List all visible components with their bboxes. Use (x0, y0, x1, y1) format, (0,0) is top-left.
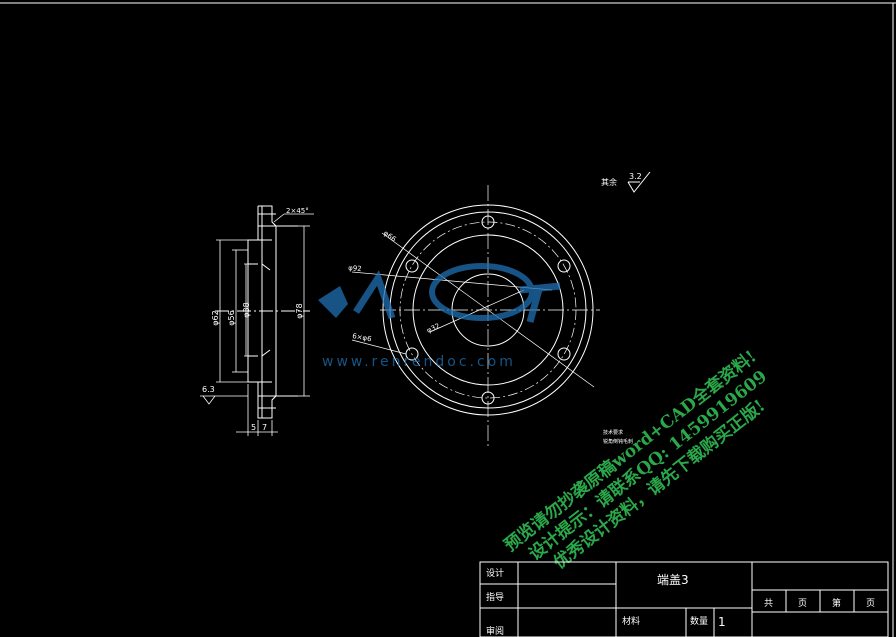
dim-phi32: φ32 (426, 322, 442, 335)
tb-quantity-value: 1 (718, 615, 726, 629)
roughness-note-label: 其余 (601, 177, 617, 187)
dim-phi56: φ56 (227, 310, 236, 325)
promo-watermark: 预览请勿抄袭原稿word+CAD全套资料! 设计提示：请联系QQ: 145991… (500, 346, 771, 573)
tb-label-review: 审阅 (486, 625, 504, 637)
roughness-value-3-2: 3.2 (629, 172, 642, 181)
watermark-logo: www.renrendoc.com (318, 263, 561, 370)
tb-sheet-total: 共 (764, 598, 773, 609)
tb-sheet-number: 第 (832, 597, 841, 609)
promo-line-1: 预览请勿抄袭原稿word+CAD全套资料! (500, 346, 760, 556)
side-section-view (215, 205, 310, 419)
dim-width-5: 5 (251, 423, 256, 432)
dim-phi62: φ62 (211, 310, 220, 325)
title-block (479, 561, 889, 637)
dim-phi78: φ78 (295, 303, 304, 318)
dim-chamfer: 2×45° (286, 207, 309, 215)
technical-notes: 技术要求 锐角倒钝毛刺 (603, 429, 633, 445)
side-dimensions (200, 213, 314, 436)
roughness-general: 其余 3.2 (601, 171, 651, 193)
tb-quantity-label: 数量 (690, 615, 708, 627)
dim-6xphi6: 6×φ6 (352, 332, 373, 343)
tb-label-guide: 指导 (486, 591, 504, 603)
side-dimension-labels: φ62 φ56 φ38 φ78 2×45° 5 7 6.3 (202, 207, 309, 432)
dim-phi66: φ66 (382, 229, 398, 244)
roughness-6-3: 6.3 (202, 385, 215, 394)
tb-part-name: 端盖3 (657, 573, 689, 587)
tech-note-line: 锐角倒钝毛刺 (603, 438, 633, 445)
watermark-site: www.renrendoc.com (322, 354, 516, 370)
tb-material-label: 材料 (622, 615, 640, 627)
tb-sheet-total-unit: 页 (798, 598, 807, 609)
title-block-text: 设计 指导 审阅 端盖3 材料 数量 1 共 页 第 页 (486, 567, 875, 637)
dim-width-7: 7 (262, 423, 267, 432)
dim-phi92: φ92 (348, 264, 362, 273)
dim-phi38: φ38 (242, 302, 251, 317)
tech-note-title: 技术要求 (603, 429, 623, 436)
tb-sheet-number-unit: 页 (866, 598, 875, 609)
tb-label-design: 设计 (486, 567, 504, 579)
promo-line-2: 设计提示：请联系QQ: 1459919609 (525, 366, 771, 565)
